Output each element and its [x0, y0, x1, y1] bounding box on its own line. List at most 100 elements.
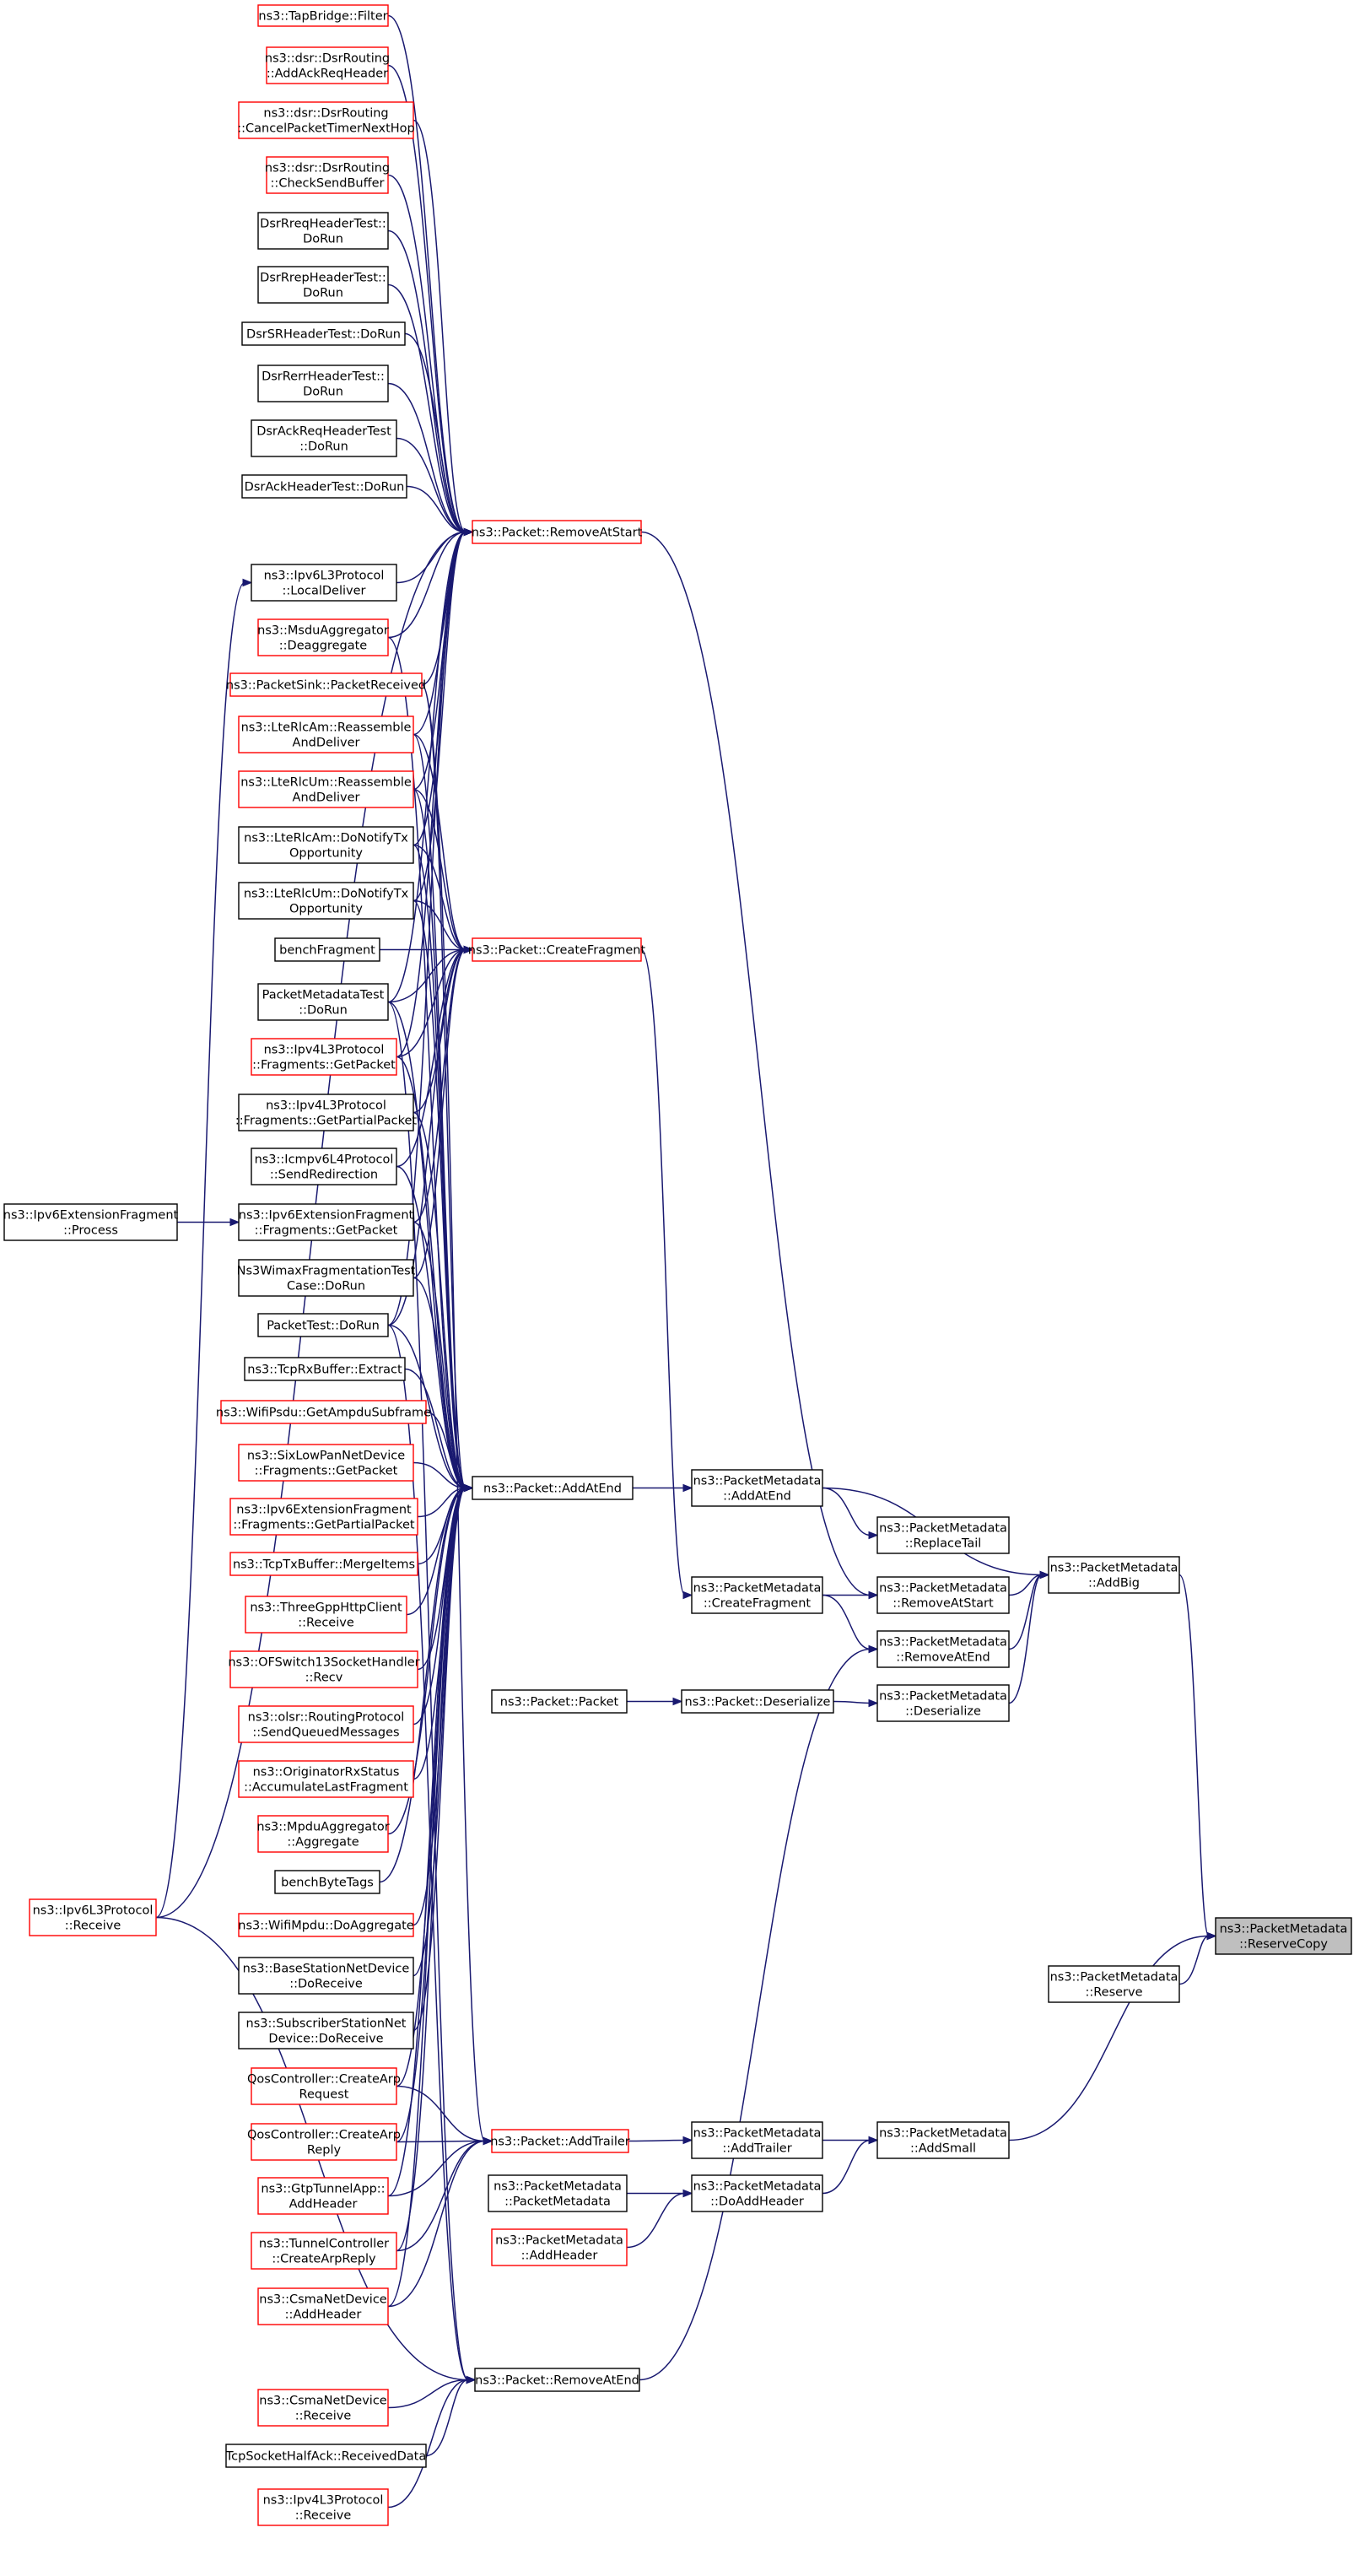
node-packettest[interactable]: PacketTest::DoRun	[257, 1313, 389, 1337]
node-pm-replacetail[interactable]: ns3::PacketMetadata::ReplaceTail	[876, 1516, 1010, 1554]
node-tcphalf[interactable]: TcpSocketHalfAck::ReceivedData	[225, 2444, 427, 2468]
node-packetsink[interactable]: ns3::PacketSink::PacketReceived	[226, 672, 426, 697]
node-dsrackh[interactable]: DsrAckHeaderTest::DoRun	[241, 474, 407, 499]
node-pm-addbig[interactable]: ns3::PacketMetadata::AddBig	[1048, 1556, 1180, 1594]
node-dsrrerr[interactable]: DsrRerrHeaderTest::DoRun	[257, 365, 389, 402]
node-wifipsdu[interactable]: ns3::WifiPsdu::GetAmpduSubframe	[216, 1400, 431, 1424]
call-edge	[626, 2189, 693, 2249]
node-threegpp[interactable]: ns3::ThreeGppHttpClient::Receive	[245, 1596, 407, 1634]
node-addtrailer[interactable]: ns3::Packet::AddTrailer	[490, 2129, 630, 2153]
node-label: ns3::BaseStationNetDevice	[243, 1963, 410, 1976]
node-ipv6l3-local[interactable]: ns3::Ipv6L3Protocol::LocalDeliver	[251, 564, 397, 602]
node-pmtest[interactable]: PacketMetadataTest::DoRun	[257, 983, 389, 1021]
node-label: PacketTest::DoRun	[267, 1320, 380, 1333]
node-tcptx[interactable]: ns3::TcpTxBuffer::MergeItems	[229, 1552, 418, 1576]
node-sixlowpan[interactable]: ns3::SixLowPanNetDevice::Fragments::GetP…	[238, 1444, 414, 1482]
node-wifimpdu[interactable]: ns3::WifiMpdu::DoAggregate	[238, 1913, 414, 1937]
node-ssnet[interactable]: ns3::SubscriberStationNetDevice::DoRecei…	[238, 2012, 414, 2049]
node-label: ns3::PacketMetadata	[879, 1690, 1007, 1704]
node-ipv4l3-recv[interactable]: ns3::Ipv4L3Protocol::Receive	[257, 2488, 389, 2526]
node-pm-removeatend[interactable]: ns3::PacketMetadata::RemoveAtEnd	[876, 1630, 1010, 1668]
node-pm-removeatstart[interactable]: ns3::PacketMetadata::RemoveAtStart	[876, 1576, 1010, 1614]
node-label: DsrAckReqHeaderTest	[256, 425, 391, 439]
arrowhead	[1039, 1570, 1050, 1580]
node-label: ::DoAddHeader	[710, 2195, 804, 2209]
node-label: ns3::Ipv6ExtensionFragment	[236, 1504, 412, 1517]
node-benchfrag[interactable]: benchFragment	[274, 937, 380, 962]
node-csma-recv[interactable]: ns3::CsmaNetDevice::Receive	[257, 2389, 389, 2427]
node-gtptunnel[interactable]: ns3::GtpTunnelApp::AddHeader	[257, 2177, 389, 2215]
node-box	[3, 1203, 178, 1241]
node-label: ::ReserveCopy	[1239, 1938, 1328, 1952]
node-label: PacketMetadataTest	[262, 989, 385, 1002]
node-ofswitch[interactable]: ns3::OFSwitch13SocketHandler::Recv	[228, 1650, 420, 1688]
node-pm-addatend[interactable]: ns3::PacketMetadata::AddAtEnd	[691, 1469, 823, 1507]
node-pm-reservecopy[interactable]: ns3::PacketMetadata::ReserveCopy	[1215, 1917, 1352, 1955]
node-label: ns3::SubscriberStationNet	[246, 2017, 407, 2031]
node-box	[474, 2368, 640, 2392]
node-pm-addtrailer[interactable]: ns3::PacketMetadata::AddTrailer	[691, 2121, 823, 2159]
node-ipv4frag-partial[interactable]: ns3::Ipv4L3Protocol::Fragments::GetParti…	[235, 1094, 418, 1131]
node-ipv6extfrag-proc[interactable]: ns3::Ipv6ExtensionFragment::Process	[3, 1203, 179, 1241]
node-pm-deser[interactable]: ns3::PacketMetadata::Deserialize	[876, 1684, 1010, 1722]
node-pm-addheader[interactable]: ns3::PacketMetadata::AddHeader	[491, 2228, 628, 2266]
node-dsrrreq[interactable]: DsrRreqHeaderTest::DoRun	[257, 212, 389, 250]
node-ipv4frag-get[interactable]: ns3::Ipv4L3Protocol::Fragments::GetPacke…	[251, 1038, 397, 1076]
node-dsrackreq[interactable]: DsrAckReqHeaderTest::DoRun	[251, 419, 397, 457]
node-tcprx[interactable]: ns3::TcpRxBuffer::Extract	[244, 1357, 406, 1381]
node-csma-add[interactable]: ns3::CsmaNetDevice::AddHeader	[257, 2287, 389, 2325]
node-removeatstart[interactable]: ns3::Packet::RemoveAtStart	[472, 520, 643, 544]
node-label: Reply	[307, 2144, 342, 2157]
node-pkt-deser[interactable]: ns3::Packet::Deserialize	[681, 1689, 834, 1714]
edge-line	[822, 1487, 871, 1536]
node-label: ::Fragments::GetPacket	[252, 1059, 396, 1072]
node-createfragment[interactable]: ns3::Packet::CreateFragment	[468, 937, 646, 962]
node-removeatend[interactable]: ns3::Packet::RemoveAtEnd	[474, 2368, 640, 2392]
node-label: AndDeliver	[293, 791, 360, 805]
node-qos-rep[interactable]: QosController::CreateArpReply	[247, 2123, 401, 2161]
node-olsr[interactable]: ns3::olsr::RoutingProtocol::SendQueuedMe…	[238, 1705, 414, 1743]
node-ipv6extfrag-partial[interactable]: ns3::Ipv6ExtensionFragment::Fragments::G…	[229, 1498, 418, 1536]
node-icmpv6[interactable]: ns3::Icmpv6L4Protocol::SendRedirection	[251, 1148, 397, 1185]
node-dsr-ack[interactable]: ns3::dsr::DsrRouting::AddAckReqHeader	[265, 46, 390, 84]
node-addatend[interactable]: ns3::Packet::AddAtEnd	[472, 1476, 634, 1500]
node-bsnet[interactable]: ns3::BaseStationNetDevice::DoReceive	[238, 1957, 414, 1995]
node-dsrsr[interactable]: DsrSRHeaderTest::DoRun	[241, 321, 406, 346]
node-pkt-ctor[interactable]: ns3::Packet::Packet	[491, 1689, 628, 1714]
edge-line	[425, 2379, 469, 2457]
edge-line	[413, 733, 466, 951]
node-box	[251, 419, 397, 457]
node-dsr-check[interactable]: ns3::dsr::DsrRouting::CheckSendBuffer	[265, 156, 390, 194]
node-pm-ctor[interactable]: ns3::PacketMetadata::PacketMetadata	[488, 2174, 628, 2212]
edge-line	[396, 531, 466, 584]
node-label: ns3::LteRlcUm::DoNotifyTx	[244, 888, 409, 901]
arrowhead	[868, 1644, 879, 1654]
node-tunnelctl[interactable]: ns3::TunnelController::CreateArpReply	[251, 2232, 397, 2270]
node-originator[interactable]: ns3::OriginatorRxStatus::AccumulateLastF…	[238, 1760, 414, 1798]
node-pm-createfrag[interactable]: ns3::PacketMetadata::CreateFragment	[691, 1576, 823, 1614]
node-msdu[interactable]: ns3::MsduAggregator::Deaggregate	[257, 618, 389, 656]
node-box	[229, 1498, 418, 1536]
node-label: benchFragment	[279, 944, 375, 958]
node-dsr-cancel[interactable]: ns3::dsr::DsrRouting::CancelPacketTimerN…	[237, 101, 415, 139]
node-label: ::DoReceive	[289, 1978, 363, 1991]
node-ipv6l3-recv[interactable]: ns3::Ipv6L3Protocol::Receive	[29, 1898, 157, 1936]
node-pm-addsmall[interactable]: ns3::PacketMetadata::AddSmall	[876, 2121, 1010, 2159]
node-box	[238, 1705, 414, 1743]
node-benchbyte[interactable]: benchByteTags	[274, 1870, 380, 1894]
edge-line	[406, 485, 466, 533]
node-ipv6extfrag-get[interactable]: ns3::Ipv6ExtensionFragment::Fragments::G…	[238, 1203, 414, 1241]
node-dsrrrep[interactable]: DsrRrepHeaderTest::DoRun	[257, 266, 389, 304]
node-label: ns3::GtpTunnelApp::	[261, 2183, 385, 2196]
node-tapbridge[interactable]: ns3::TapBridge::Filter	[257, 4, 389, 27]
node-pm-doaddheader[interactable]: ns3::PacketMetadata::DoAddHeader	[691, 2174, 823, 2212]
node-label: ::Fragments::GetPartialPacket	[235, 1115, 418, 1128]
node-pm-reserve[interactable]: ns3::PacketMetadata::Reserve	[1048, 1965, 1180, 2003]
node-mpdu[interactable]: ns3::MpduAggregator::Aggregate	[256, 1815, 390, 1853]
